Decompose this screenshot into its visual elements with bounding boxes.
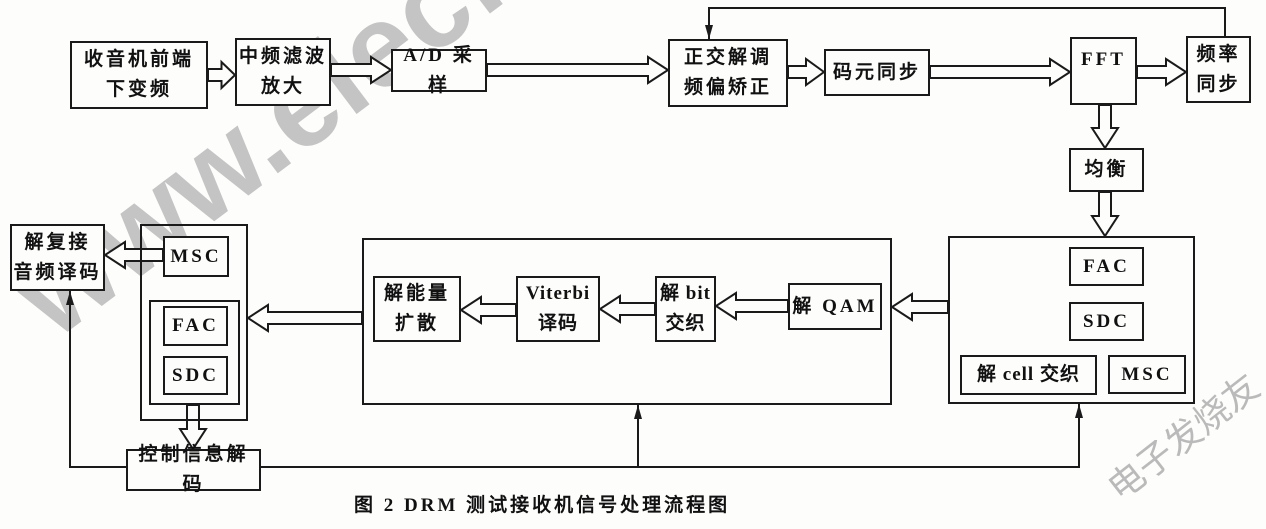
- block-label: A/D 采样: [403, 44, 475, 96]
- arrow-fac-sdc-to-control: [178, 404, 208, 451]
- arrow-channel-group-to-streams: [246, 303, 363, 333]
- block-left-msc: MSC: [163, 236, 229, 277]
- block-label: MSC: [1121, 363, 1173, 385]
- block-right-sdc: SDC: [1069, 302, 1144, 341]
- arrow-fft-to-equalizer: [1090, 104, 1120, 150]
- block-demux-audio-decode: 解复接 音频译码: [10, 224, 105, 291]
- control-line-to-cell-group: [261, 404, 1080, 468]
- figure-caption: 图 2 DRM 测试接收机信号处理流程图: [354, 495, 731, 516]
- block-label: 解 bit 交织: [660, 283, 711, 334]
- block-label: 均衡: [1084, 159, 1129, 180]
- block-energy-dispersal: 解能量 扩散: [373, 276, 461, 342]
- arrow-iq-to-symbol-sync: [787, 57, 826, 87]
- arrow-bit-to-viterbi: [598, 294, 656, 324]
- block-frontend-downconvert: 收音机前端 下变频: [70, 41, 208, 109]
- block-right-msc: MSC: [1108, 355, 1186, 394]
- block-label: 频率 同步: [1196, 43, 1241, 95]
- arrow-viterbi-to-energy: [459, 295, 517, 325]
- block-label: SDC: [1082, 310, 1130, 332]
- block-label: 解 QAM: [792, 295, 878, 317]
- arrowhead-icon: [66, 291, 74, 305]
- block-label: MSC: [170, 245, 222, 267]
- control-line-to-audio: [69, 291, 126, 468]
- group-fac-sdc: [149, 300, 240, 405]
- block-if-filter-amp: 中频滤波 放大: [235, 38, 331, 106]
- arrow-fft-to-freq-sync: [1136, 57, 1188, 87]
- block-label: 解复接 音频译码: [13, 231, 102, 283]
- arrow-if-to-adc: [330, 55, 393, 85]
- arrowhead-icon: [634, 405, 642, 419]
- arrow-adc-to-iq: [486, 55, 670, 85]
- feedback-line-freq-sync: [708, 7, 1226, 39]
- arrowhead-icon: [705, 25, 713, 39]
- arrowhead-icon: [1075, 404, 1083, 418]
- block-label: Viterbi 译码: [525, 283, 591, 334]
- block-label: 解 cell 交织: [977, 364, 1080, 385]
- block-left-sdc: SDC: [163, 356, 228, 395]
- block-left-fac: FAC: [163, 306, 228, 346]
- block-viterbi-decode: Viterbi 译码: [516, 276, 600, 342]
- arrow-msc-to-audio: [103, 240, 164, 270]
- arrow-cell-group-to-channel-group: [890, 292, 949, 322]
- group-decoded-streams: [140, 224, 248, 421]
- group-channel-decoding: [362, 238, 892, 405]
- block-label: FAC: [1083, 255, 1130, 277]
- block-bit-deinterleave: 解 bit 交织: [655, 276, 716, 342]
- arrow-equalizer-to-cell-group: [1090, 191, 1120, 238]
- group-cell-demux: [948, 236, 1195, 404]
- block-label: 码元同步: [832, 61, 921, 83]
- block-label: 正交解调 频偏矫正: [683, 47, 772, 98]
- block-freq-sync: 频率 同步: [1186, 36, 1251, 103]
- block-label: 收音机前端 下变频: [83, 49, 194, 100]
- arrow-frontend-to-if: [207, 59, 237, 91]
- block-qam-demod: 解 QAM: [788, 283, 882, 330]
- block-label: 解能量 扩散: [383, 283, 450, 334]
- block-right-fac: FAC: [1069, 247, 1144, 286]
- block-label: FAC: [172, 315, 219, 336]
- block-control-info-decode: 控制信息解码: [126, 444, 261, 495]
- block-symbol-sync: 码元同步: [824, 49, 930, 96]
- block-cell-deinterleave: 解 cell 交织: [960, 355, 1097, 395]
- block-iq-demod-freq-correct: 正交解调 频偏矫正: [668, 39, 788, 107]
- arrow-symbol-sync-to-fft: [929, 57, 1072, 87]
- block-ad-sampling: A/D 采样: [391, 45, 487, 96]
- block-equalizer: 均衡: [1069, 148, 1144, 192]
- block-label: FFT: [1081, 49, 1126, 70]
- block-label: SDC: [171, 364, 219, 386]
- block-label: 控制信息解码: [138, 444, 249, 495]
- arrow-qam-to-bit: [714, 291, 789, 321]
- block-label: 中频滤波 放大: [238, 46, 327, 97]
- block-fft: FFT: [1070, 37, 1137, 105]
